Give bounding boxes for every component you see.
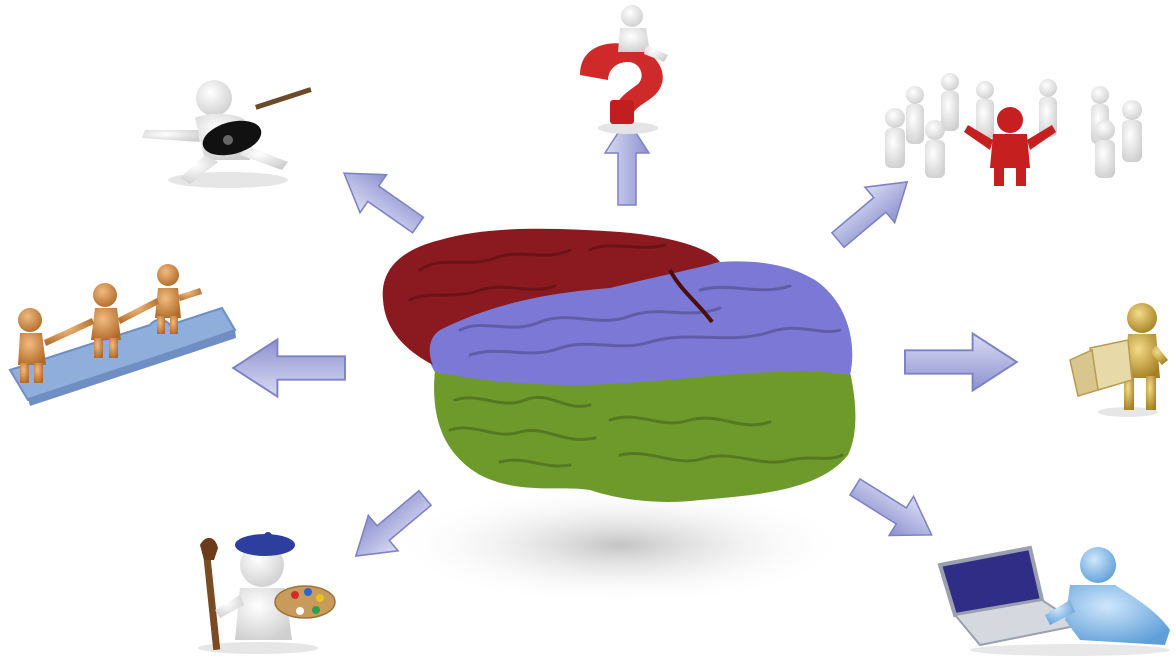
brain-icon: [383, 229, 856, 502]
arrow-right-icon: [905, 333, 1017, 390]
teamwork-puzzle-icon: [10, 264, 236, 406]
arrow-upright-icon: [823, 164, 922, 257]
laptop-user-icon: [940, 547, 1170, 656]
brain-shadow: [390, 485, 850, 605]
group-leader-icon: [885, 73, 1142, 186]
arrow-left-icon: [233, 339, 345, 396]
painter-icon: [198, 532, 335, 654]
guitar-player-icon: [142, 80, 312, 188]
reading-figure-icon: [1070, 303, 1168, 417]
arrow-downright-icon: [843, 467, 944, 554]
arrow-upleft-icon: [331, 154, 431, 244]
question-mark-thinker-icon: [580, 5, 668, 134]
